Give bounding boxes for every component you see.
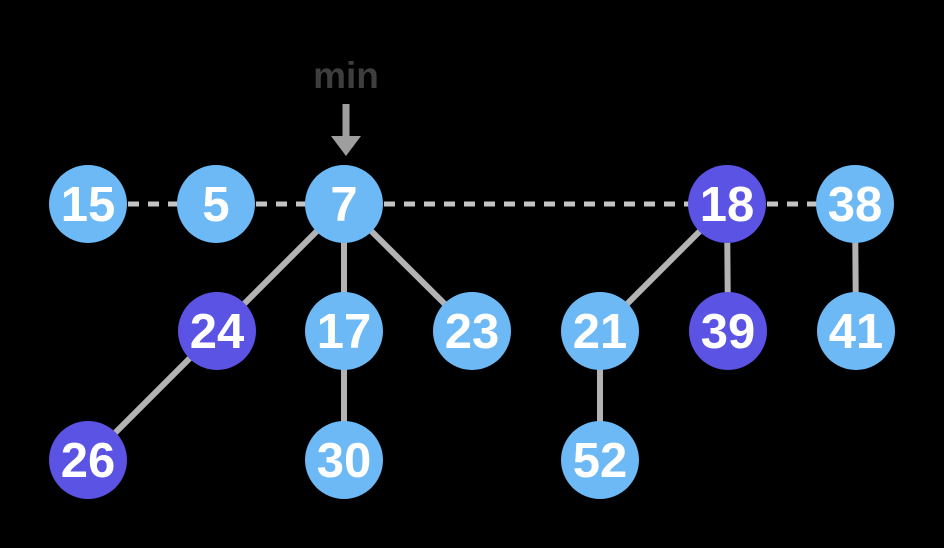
heap-node-label-41: 41 — [829, 305, 884, 359]
heap-node-label-39: 39 — [701, 305, 756, 359]
min-label: min — [313, 55, 379, 96]
heap-node-18 — [688, 165, 766, 243]
heap-node-24 — [178, 292, 256, 370]
heap-node-label-24: 24 — [190, 305, 245, 359]
heap-node-5 — [177, 165, 255, 243]
heap-node-15 — [49, 165, 127, 243]
heap-node-7 — [305, 165, 383, 243]
heap-node-label-18: 18 — [700, 178, 755, 232]
heap-node-label-52: 52 — [573, 434, 628, 488]
min-arrow-head — [331, 136, 361, 156]
heap-node-label-30: 30 — [317, 434, 372, 488]
heap-node-21 — [561, 292, 639, 370]
heap-node-30 — [305, 421, 383, 499]
heap-node-label-5: 5 — [202, 178, 229, 232]
heap-node-label-26: 26 — [61, 434, 116, 488]
heap-node-52 — [561, 421, 639, 499]
heap-node-17 — [305, 292, 383, 370]
heap-node-label-7: 7 — [330, 178, 357, 232]
heap-node-38 — [816, 165, 894, 243]
heap-node-label-15: 15 — [61, 178, 116, 232]
min-arrow-icon — [331, 104, 361, 156]
heap-node-41 — [817, 292, 895, 370]
heap-node-label-38: 38 — [828, 178, 883, 232]
heap-node-23 — [433, 292, 511, 370]
heap-node-label-23: 23 — [445, 305, 500, 359]
heap-node-39 — [689, 292, 767, 370]
heap-node-label-17: 17 — [317, 305, 372, 359]
heap-node-26 — [49, 421, 127, 499]
heap-node-label-21: 21 — [573, 305, 628, 359]
